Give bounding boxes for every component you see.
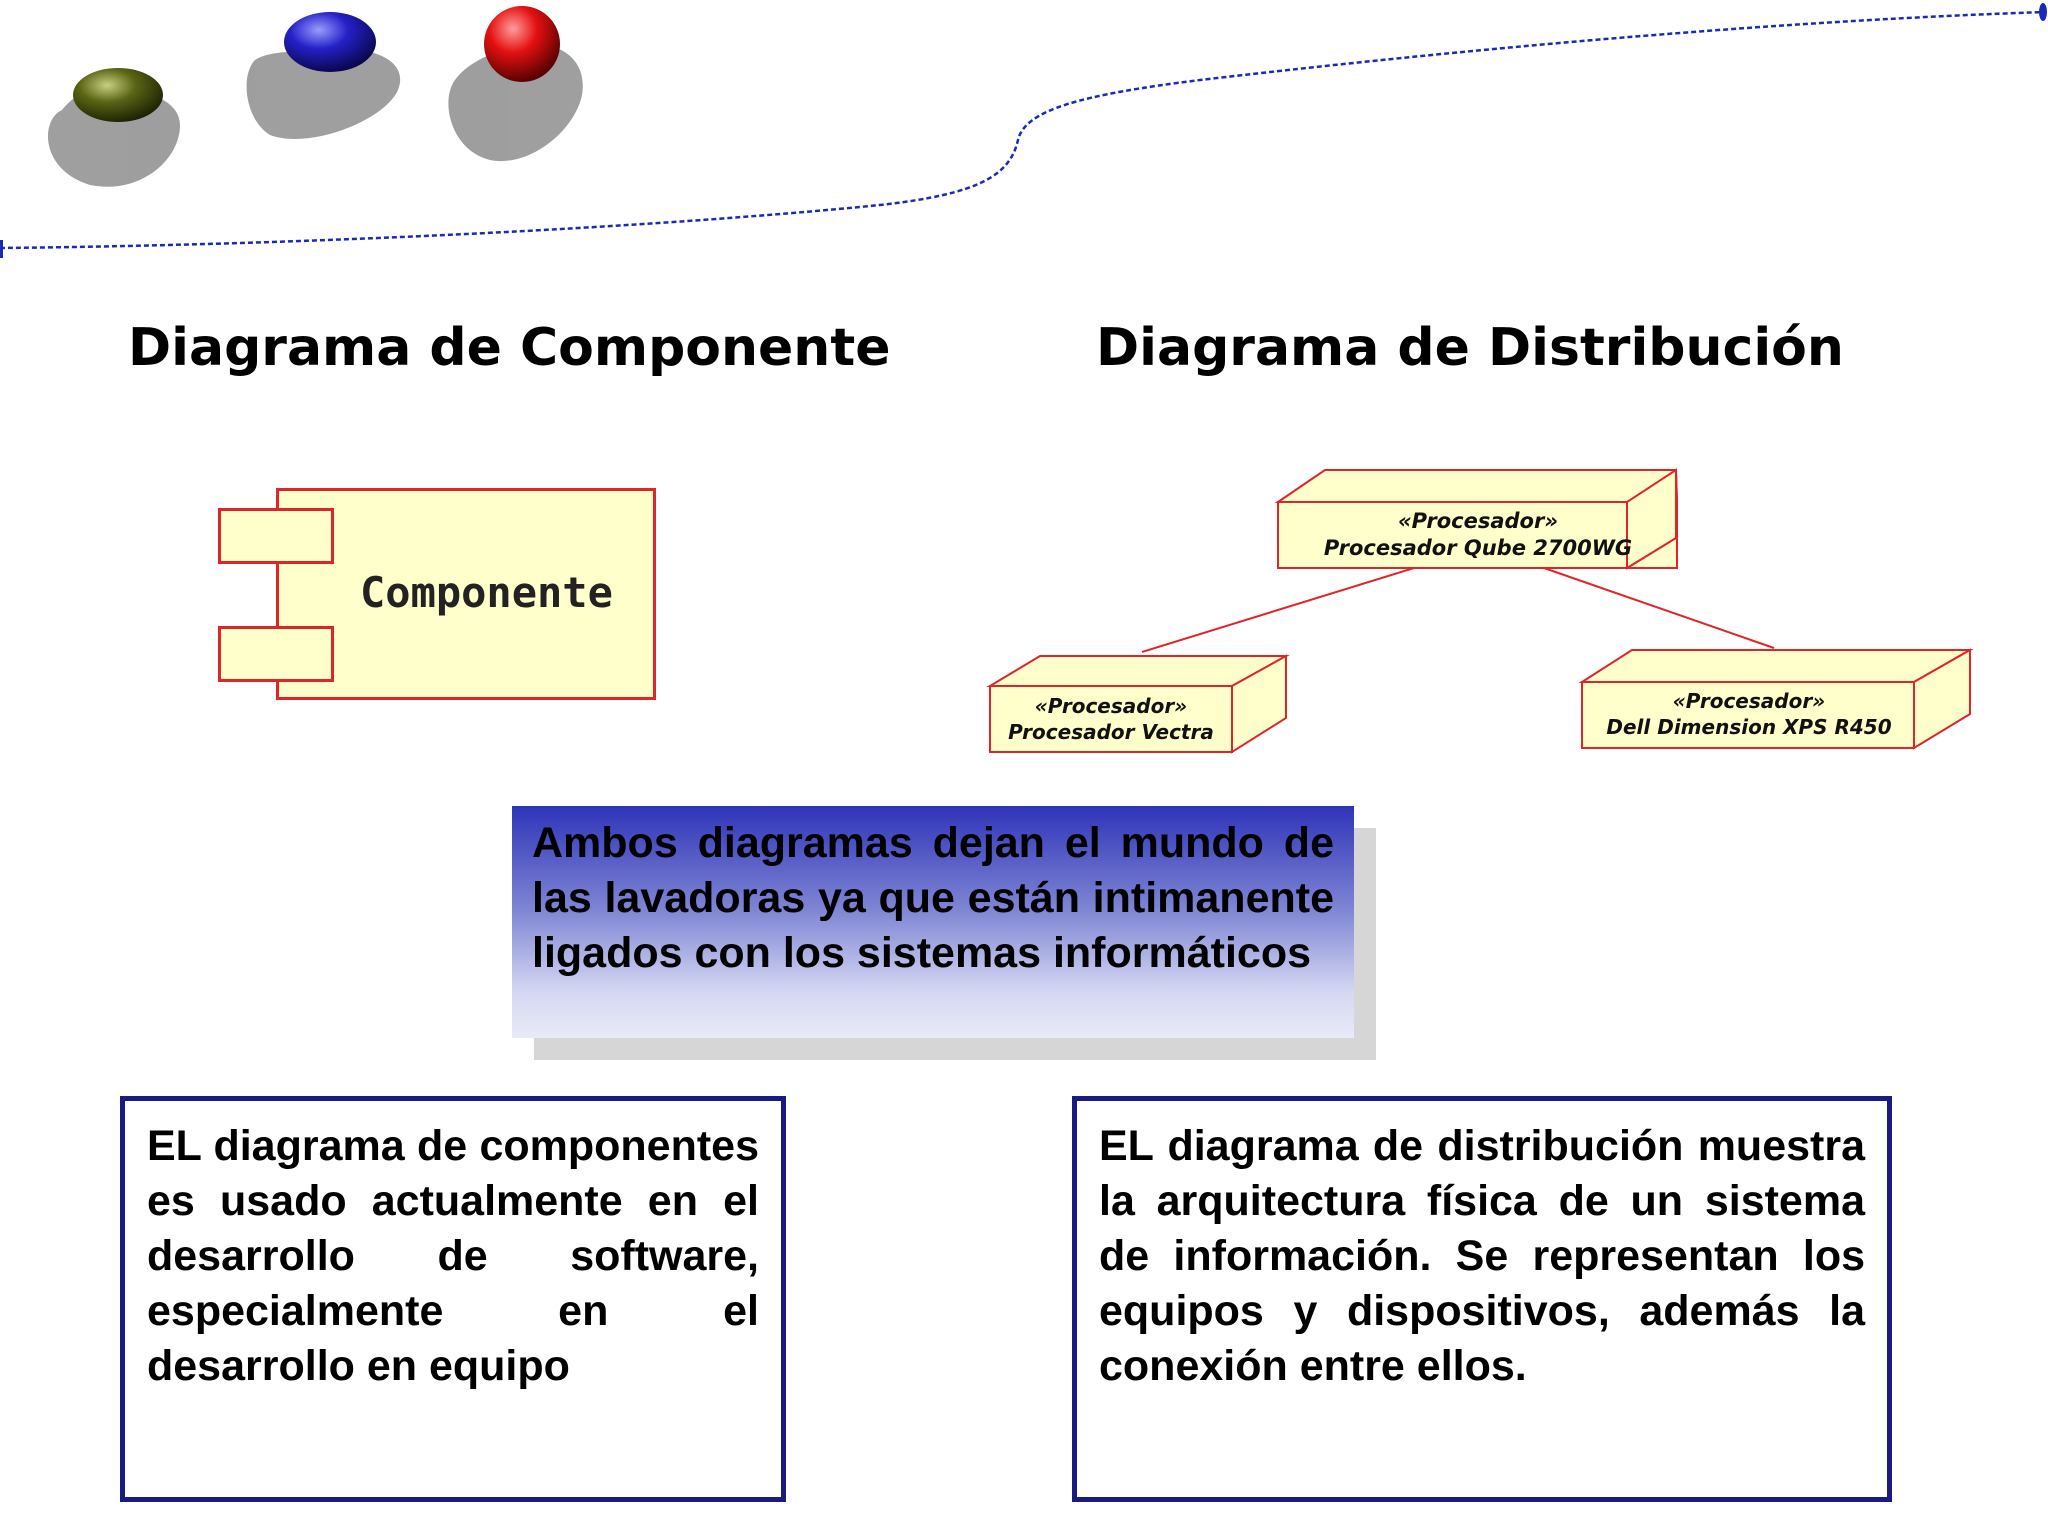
node-qube-name: Procesador Qube 2700WG [1323,536,1633,561]
node-vectra [986,654,1290,754]
deployment-description-box: EL diagrama de distribución muestra la a… [1072,1096,1892,1502]
node-dell-label: «Procesador» Dell Dimension XPS R450 [1582,688,1916,740]
node-dell-stereotype: «Procesador» [1672,689,1826,713]
component-description: EL diagrama de componentes es usado actu… [147,1122,759,1390]
component-label: Componente [360,568,613,617]
note-text: Ambos diagramas dejan el mundo de las la… [532,819,1334,977]
blue-sphere-icon [284,12,376,72]
node-qube-label: «Procesador» Procesador Qube 2700WG [1278,508,1678,563]
curve-end-marker [2039,3,2047,21]
connection-line-left [1141,567,1415,653]
node-qube [1274,468,1679,570]
deployment-diagram [986,468,1974,754]
node-vectra-label: «Procesador» Procesador Vectra [988,693,1234,745]
decorative-curve [0,10,2047,250]
component-tab-bottom [218,626,334,682]
component-body [276,488,656,700]
component-tab-top [218,508,334,564]
note-box: Ambos diagramas dejan el mundo de las la… [512,806,1354,1038]
component-diagram-title: Diagrama de Componente [128,318,891,378]
red-sphere-icon [484,6,560,82]
node-dell [1578,648,1974,750]
component-description-box: EL diagrama de componentes es usado actu… [120,1096,786,1502]
node-dell-name: Dell Dimension XPS R450 [1606,715,1892,739]
node-vectra-stereotype: «Procesador» [1034,694,1188,718]
curve-start-marker [0,240,3,258]
connection-line-right [1543,567,1775,649]
deployment-diagram-title: Diagrama de Distribución [1096,318,1844,378]
node-vectra-name: Procesador Vectra [1008,720,1214,744]
deployment-description: EL diagrama de distribución muestra la a… [1099,1122,1865,1390]
node-qube-stereotype: «Procesador» [1397,509,1558,533]
header-decoration [0,3,2047,258]
olive-sphere-icon [73,68,163,122]
